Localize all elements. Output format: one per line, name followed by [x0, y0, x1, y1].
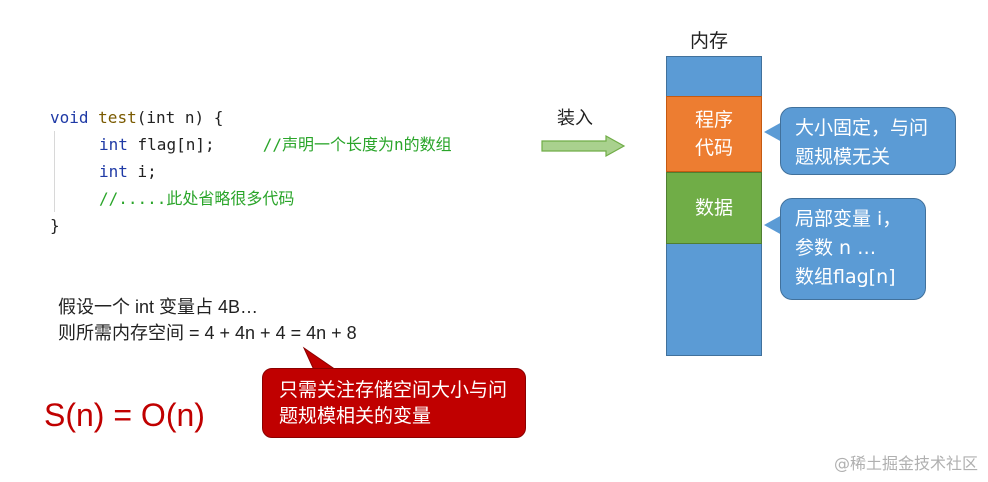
- bubble-pointer-data: [764, 215, 782, 235]
- code-keyword: void: [50, 108, 89, 127]
- memory-title: 内存: [690, 30, 729, 52]
- assumption-text: 假设一个 int 变量占 4B… 则所需内存空间 = 4 + 4n + 4 = …: [58, 294, 357, 346]
- load-label: 装入: [557, 108, 593, 129]
- code-keyword: int: [99, 135, 128, 154]
- code-function-name: test: [98, 108, 137, 127]
- code-line-1: void test(int n) {: [50, 104, 452, 131]
- code-text: (int n) {: [136, 108, 224, 127]
- data-segment-note: 局部变量 i， 参数 n … 数组flag[n]: [780, 198, 926, 300]
- callout-box: 只需关注存储空间大小与问题规模相关的变量: [262, 368, 526, 438]
- code-line-2: int flag[n]; //声明一个长度为n的数组: [54, 131, 452, 158]
- code-text: flag[n];: [127, 135, 215, 154]
- code-segment-label: 程序代码: [694, 109, 733, 159]
- watermark: @稀土掘金技术社区: [833, 454, 978, 473]
- data-segment-label: 数据: [694, 197, 733, 219]
- code-line-3: int i;: [54, 158, 452, 185]
- code-line-4: //.....此处省略很多代码: [54, 185, 452, 212]
- data-note-line-3: 数组flag[n]: [795, 266, 896, 288]
- assumption-line-2: 则所需内存空间 = 4 + 4n + 4 = 4n + 8: [58, 323, 357, 343]
- load-arrow-icon: [541, 134, 626, 158]
- code-keyword: int: [99, 162, 128, 181]
- bubble-pointer-code: [764, 122, 782, 142]
- code-line-5: }: [50, 212, 452, 239]
- code-comment: //.....此处省略很多代码: [99, 189, 295, 208]
- code-block: void test(int n) { int flag[n]; //声明一个长度…: [50, 104, 452, 239]
- code-text: }: [50, 216, 60, 235]
- memory-code-segment: 程序代码: [666, 96, 762, 172]
- memory-data-segment: 数据: [666, 172, 762, 244]
- code-segment-note: 大小固定，与问题规模无关: [780, 107, 956, 175]
- assumption-line-1: 假设一个 int 变量占 4B…: [58, 297, 259, 317]
- data-note-line-2: 参数 n …: [795, 237, 877, 259]
- space-complexity-formula: S(n) = O(n): [44, 397, 205, 433]
- code-text: i;: [127, 162, 157, 181]
- data-note-line-1: 局部变量 i，: [795, 208, 902, 230]
- code-comment: //声明一个长度为n的数组: [262, 135, 452, 154]
